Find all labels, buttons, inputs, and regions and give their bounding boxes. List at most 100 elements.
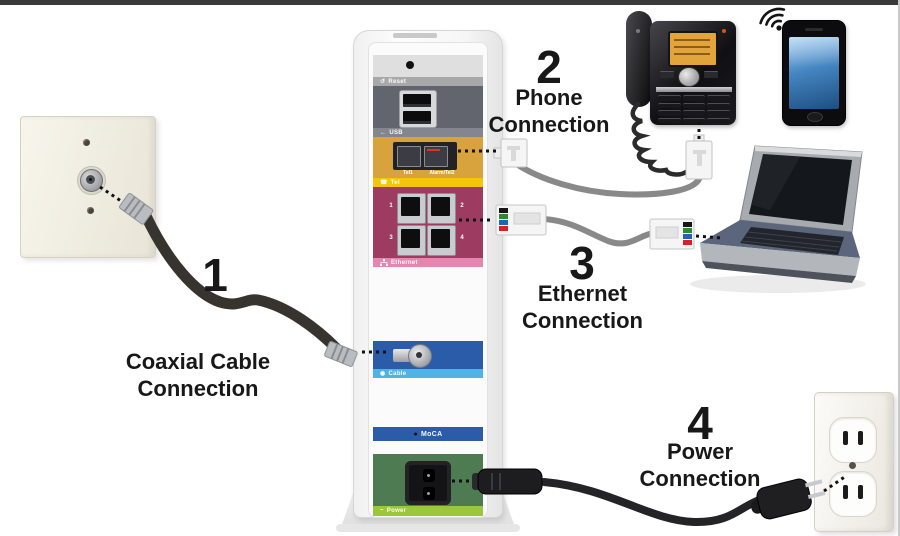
ac-icon: ~ [380, 508, 384, 514]
ethernet-icon [380, 259, 388, 266]
phone-trim [656, 87, 732, 92]
modem-rear-panel: ↺ Reset ← USB Tel1 Alarm/Tel2 ☎ Tel 1 2 … [368, 42, 488, 518]
phone-line-cord [512, 160, 703, 198]
step-3-number: 3 [569, 237, 595, 289]
ethernet-jack-3 [397, 225, 426, 256]
rj45-plug-laptop-end [649, 218, 695, 250]
plug-prong [804, 479, 823, 488]
outlet-slot [843, 431, 848, 445]
keypad-key [658, 102, 681, 108]
tel1-label: Tel1 [403, 170, 413, 176]
step-4-label: Power Connection [639, 439, 761, 491]
dotted-line-rj45-to-laptop [695, 234, 723, 240]
reset-icon: ↺ [380, 78, 386, 85]
plug-prong [807, 490, 826, 499]
tel2-red-mark [427, 149, 440, 151]
ethernet-jack-2 [427, 193, 456, 224]
cable-label: Cable [388, 370, 407, 377]
keypad-key [682, 110, 706, 116]
smartphone-screen [789, 37, 839, 109]
reset-label-bar: ↺ Reset [373, 77, 483, 86]
step-1-label: Coaxial Cable Connection [125, 349, 271, 401]
cable-connector [408, 344, 432, 368]
top-border [0, 0, 900, 5]
outlet-screw [849, 462, 856, 469]
rj11-plug-phone-end [685, 134, 713, 180]
laptop [690, 145, 866, 293]
tel-label-bar: ☎ Tel [373, 178, 483, 187]
cable-connector-hole [416, 352, 422, 358]
rj11-plug-modem-end [493, 138, 528, 168]
reset-section [373, 55, 483, 77]
ethernet-port-number: 1 [389, 203, 393, 209]
phone-nav-button [678, 67, 700, 87]
usb-label: USB [389, 129, 403, 136]
ethernet-port-number: 2 [460, 203, 464, 209]
lcd-text-line [674, 46, 710, 48]
moca-led-icon: ● [413, 430, 419, 438]
phone-icon: ☎ [380, 179, 388, 186]
keypad-key [682, 102, 706, 108]
outlet-slot [843, 485, 848, 499]
ethernet-jack-1 [397, 193, 426, 224]
keypad-key [707, 110, 730, 116]
dotted-line-plug-to-outlet [823, 474, 847, 493]
usb-icon: ← [380, 129, 387, 136]
smartphone-speaker [805, 28, 823, 31]
moca-label: MoCA [421, 430, 443, 438]
coax-cable [140, 210, 342, 354]
rj45-plug-modem-end [495, 204, 547, 236]
ethernet-port-number: 4 [460, 235, 464, 241]
coax-plug-wall-end [119, 193, 154, 225]
coax-plug-modem-end [324, 341, 358, 367]
right-border [898, 0, 900, 536]
tel2-jack [424, 146, 448, 167]
ethernet-jack-4 [427, 225, 456, 256]
power-inlet-pin [427, 492, 430, 495]
keypad-key [707, 117, 730, 123]
step-2-number: 2 [536, 41, 562, 93]
coax-wall-plate [20, 116, 156, 258]
power-label: Power [386, 508, 407, 514]
step-3-label: Ethernet Connection [522, 281, 643, 333]
phone-soft-key [660, 71, 674, 78]
power-plug [750, 478, 826, 520]
home-button [807, 112, 823, 122]
phone-handset [626, 11, 652, 107]
power-outlet [814, 392, 894, 532]
ethernet-label: Ethernet [391, 259, 418, 266]
coax-f-connector-hole [89, 178, 92, 181]
power-c7-connector [472, 468, 543, 495]
phone-led [722, 29, 726, 33]
keypad-key [658, 95, 681, 101]
tel-label: Tel [390, 179, 400, 186]
keypad-key [707, 95, 730, 101]
step-1-number: 1 [202, 249, 228, 301]
smartphone-screen-gloss [789, 37, 839, 67]
coax-icon: ◉ [380, 370, 386, 377]
reset-label: Reset [388, 78, 407, 85]
outlet-receptacle-bottom [829, 471, 877, 517]
ethernet-cable [541, 216, 657, 247]
keypad-key [658, 110, 681, 116]
ethernet-label-bar: Ethernet [373, 258, 483, 267]
outlet-slot [858, 485, 863, 499]
keypad-key [707, 102, 730, 108]
screw-icon [83, 139, 90, 146]
cable-label-bar: ◉ Cable [373, 369, 483, 378]
modem-vent [393, 33, 437, 38]
wifi-icon [759, 7, 786, 31]
modem-stand-base [336, 524, 520, 532]
laptop-screen [749, 154, 852, 225]
handset-logo-dot [636, 29, 640, 33]
dotted-line-wallplate-to-coax [99, 185, 122, 203]
power-inlet-pin [427, 474, 430, 477]
ethernet-port-number: 3 [389, 235, 393, 241]
desk-phone [620, 5, 738, 125]
usb-port [403, 94, 431, 107]
usb-label-bar: ← USB [373, 128, 483, 137]
power-cable [540, 478, 766, 527]
lcd-text-line [674, 39, 710, 41]
tel1-jack [397, 146, 421, 167]
